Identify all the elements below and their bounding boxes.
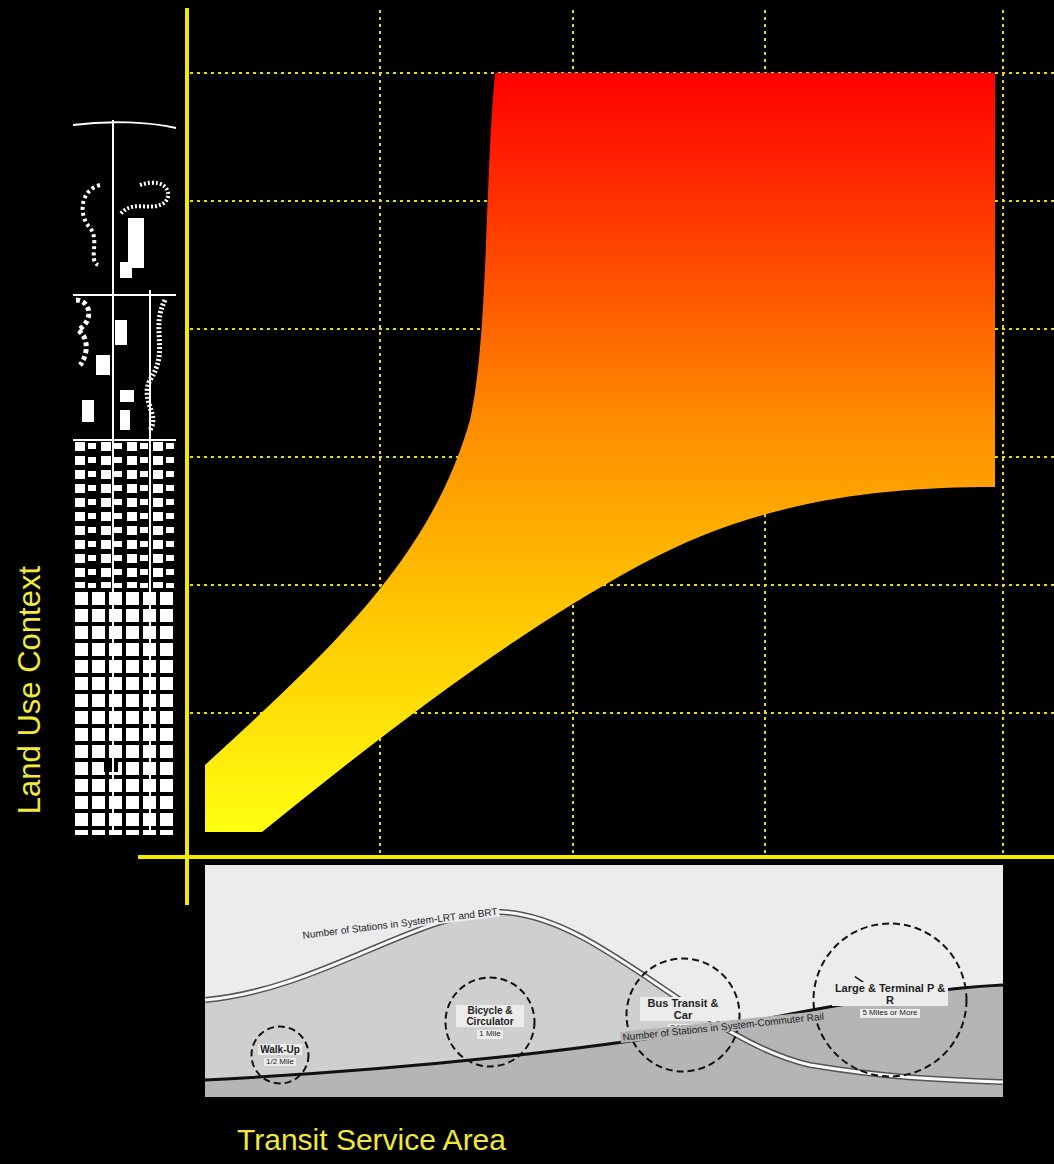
transit-panel xyxy=(205,865,1003,1097)
service-area-circle: Bicycle & Circulator 1 Mile xyxy=(444,976,536,1068)
gradient-band xyxy=(205,73,995,832)
dashed-circle xyxy=(250,1025,310,1085)
service-area-circle: Large & Terminal P & R 5 Miles or More xyxy=(812,922,968,1078)
radius-label: 5 Miles or More xyxy=(860,1009,919,1018)
circle-label: Bus Transit & Car xyxy=(640,997,726,1021)
land-use-illustration xyxy=(73,120,176,835)
service-area-circle: Bus Transit & Car3 Miles xyxy=(625,957,741,1073)
circle-label: Bicycle & Circulator xyxy=(456,1005,524,1027)
radius-label: 1/2 Mile xyxy=(264,1058,296,1067)
x-axis xyxy=(138,855,1054,859)
grid-lines xyxy=(190,10,1054,855)
axis-title: Transit Service Area xyxy=(237,1123,506,1156)
circle-label: Large & Terminal P & R xyxy=(832,982,948,1006)
circle-label: Walk-Up xyxy=(258,1044,302,1055)
radius-label: 1 Mile xyxy=(477,1030,502,1039)
y-axis xyxy=(185,8,189,905)
service-area-circle: Walk-Up 1/2 Mile xyxy=(250,1025,310,1085)
axis-title: Land Use Context xyxy=(13,566,47,814)
